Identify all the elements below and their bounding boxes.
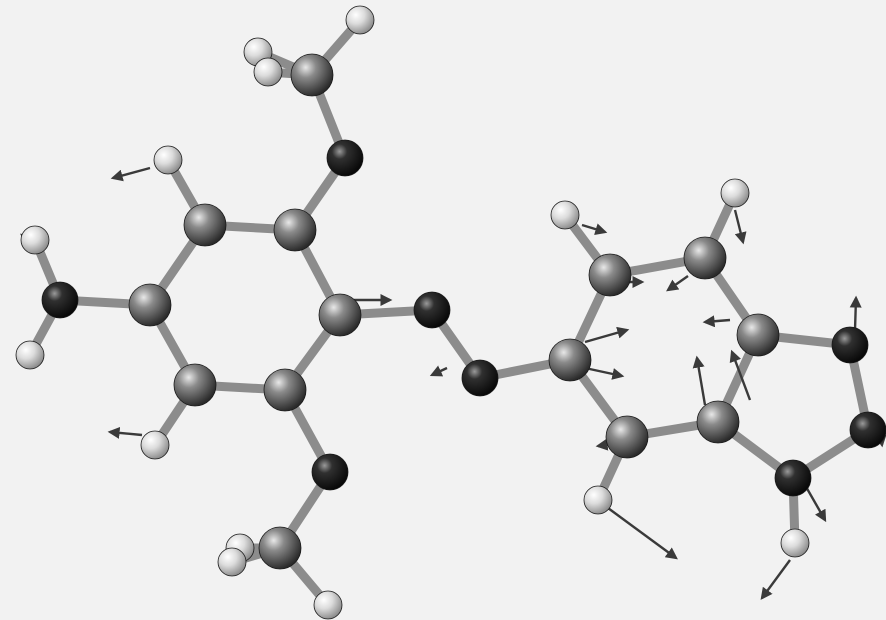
atom-carbon-c6 bbox=[128, 283, 172, 327]
atom-hydrogen-h6 bbox=[15, 340, 45, 370]
atom-carbon-r4 bbox=[736, 313, 780, 357]
displacement-vector-7 bbox=[666, 275, 689, 292]
atom-hydrogen-h11 bbox=[550, 200, 580, 230]
atom-carbon-r3 bbox=[683, 236, 727, 280]
atom-carbon-cm1 bbox=[290, 53, 334, 97]
atom-hetero-f1 bbox=[831, 326, 869, 364]
atom-carbon-r1 bbox=[548, 338, 592, 382]
atom-carbon-r6 bbox=[605, 415, 649, 459]
displacement-vector-2 bbox=[107, 426, 143, 439]
atom-hydrogen-h5 bbox=[20, 225, 50, 255]
atom-hydrogen-h14 bbox=[780, 528, 810, 558]
displacement-vector-13 bbox=[692, 355, 707, 406]
atom-hetero-ob bbox=[311, 453, 349, 491]
atom-hetero-n1 bbox=[413, 291, 451, 329]
atom-hydrogen-h4 bbox=[153, 145, 183, 175]
displacement-vector-4 bbox=[581, 223, 608, 235]
atom-hydrogen-h2 bbox=[253, 57, 283, 87]
displacement-vector-18 bbox=[803, 484, 827, 523]
displacement-vector-8 bbox=[584, 326, 630, 344]
atom-carbon-c2 bbox=[273, 208, 317, 252]
atom-hetero-n2 bbox=[461, 359, 499, 397]
atom-layer bbox=[15, 5, 886, 620]
displacement-vector-16 bbox=[607, 507, 678, 560]
atom-carbon-c1 bbox=[183, 203, 227, 247]
atom-hetero-f2 bbox=[849, 411, 886, 449]
atom-hydrogen-h3 bbox=[345, 5, 375, 35]
displacement-vector-9 bbox=[584, 366, 625, 380]
atom-hetero-f3 bbox=[774, 459, 812, 497]
atom-hetero-ol bbox=[41, 281, 79, 319]
displacement-vector-19 bbox=[760, 559, 791, 600]
atom-carbon-c3 bbox=[318, 293, 362, 337]
atom-hydrogen-h13 bbox=[583, 485, 613, 515]
displacement-vector-1 bbox=[110, 166, 151, 182]
displacement-vector-12 bbox=[702, 315, 731, 328]
atom-carbon-cm2 bbox=[258, 526, 302, 570]
displacement-vector-10 bbox=[429, 365, 448, 377]
atom-hydrogen-h12 bbox=[720, 178, 750, 208]
atom-hydrogen-h10 bbox=[313, 590, 343, 620]
displacement-vector-14 bbox=[729, 349, 752, 401]
atom-hydrogen-h9 bbox=[217, 547, 247, 577]
atom-carbon-c5 bbox=[173, 363, 217, 407]
atom-hetero-ot bbox=[326, 139, 364, 177]
atom-carbon-c4 bbox=[263, 368, 307, 412]
atom-carbon-r2 bbox=[588, 253, 632, 297]
atom-carbon-r5 bbox=[696, 400, 740, 444]
displacement-vector-17 bbox=[849, 295, 862, 331]
atom-hydrogen-h7 bbox=[140, 430, 170, 460]
displacement-vector-5 bbox=[733, 209, 747, 245]
